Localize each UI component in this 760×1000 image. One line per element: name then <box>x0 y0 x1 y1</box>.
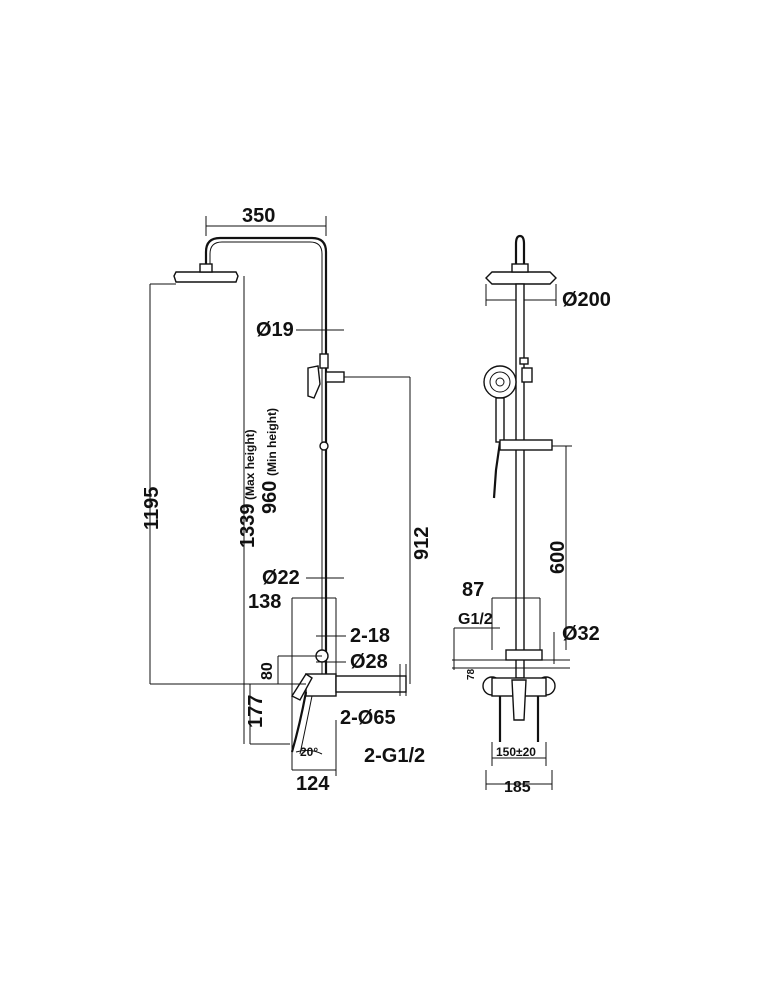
bath-spout <box>290 691 308 753</box>
dim-thread: 2-G1/2 <box>364 745 425 767</box>
slide-holder <box>499 439 553 451</box>
front-riser-bar <box>515 283 525 679</box>
hand-shower <box>483 365 517 499</box>
front-mixer <box>482 676 556 742</box>
dim-front-thread: G1/2 <box>458 611 493 628</box>
dim-head-dia: Ø200 <box>562 289 611 311</box>
shower-head <box>173 271 239 283</box>
dim-inlet-dia: Ø28 <box>350 651 388 673</box>
dim-pipe-dia: Ø19 <box>256 319 294 341</box>
dim-small-78: 78 <box>466 668 477 680</box>
dim-rail-912: 912 <box>411 527 433 560</box>
front-shower-head <box>485 271 557 285</box>
side-view: 350 Ø19 1195 1339 (Max height) 960 (Min … <box>141 205 433 795</box>
dim-drop-177: 177 <box>245 695 267 728</box>
dim-width-350: 350 <box>242 205 275 227</box>
mixer-lever <box>290 673 313 701</box>
dim-max-height-note: (Max height) <box>243 429 257 500</box>
dim-max-height: 1339 <box>237 504 259 549</box>
dim-bar-dia: Ø22 <box>262 567 300 589</box>
dim-min-height: 960 <box>259 481 281 514</box>
dim-reach-124: 124 <box>296 773 330 795</box>
hand-shower-holder <box>307 365 321 399</box>
dim-rail-600: 600 <box>547 541 569 574</box>
dim-depth-138: 138 <box>248 591 281 613</box>
dim-escutcheon: 2-Ø65 <box>340 707 396 729</box>
dim-offset-2-18: 2-18 <box>350 625 390 647</box>
shower-arm <box>204 236 328 690</box>
dim-centers: 150±20 <box>496 745 536 759</box>
dim-angle: 20° <box>300 745 318 759</box>
dim-width-185: 185 <box>504 779 531 796</box>
dim-holder-87: 87 <box>462 579 484 601</box>
dim-front-bar-dia: Ø32 <box>562 623 600 645</box>
dim-height-1195: 1195 <box>141 487 163 530</box>
dim-valve-80: 80 <box>259 662 276 680</box>
front-view: Ø200 600 87 G1/2 Ø32 <box>452 234 611 796</box>
dim-min-height-note: (Min height) <box>265 408 279 476</box>
